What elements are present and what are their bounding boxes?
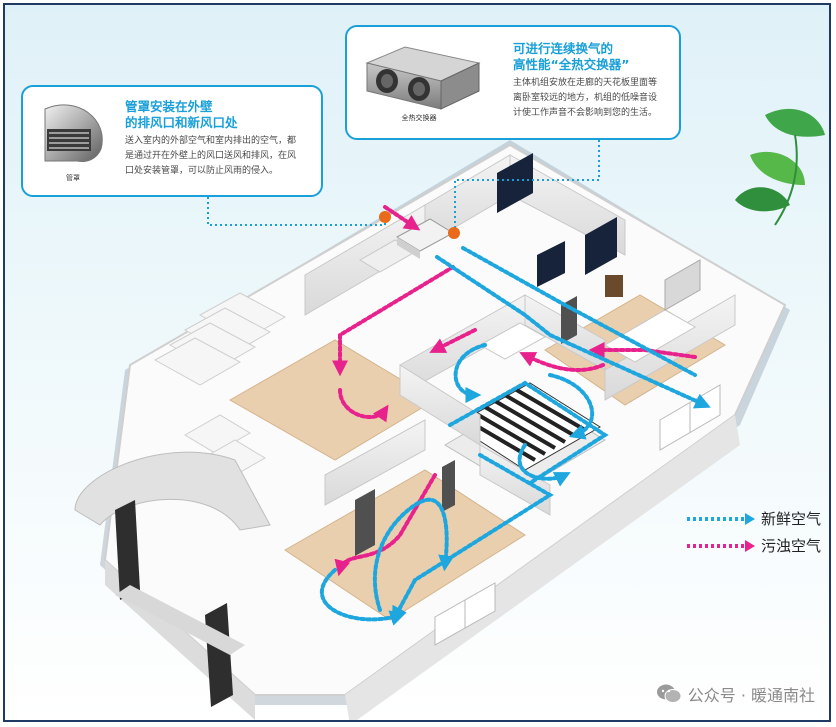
heat-exchanger-title-line1: 可进行连续换气的 — [513, 41, 614, 56]
leaf-decoration — [735, 108, 825, 226]
wall-hood-body-line3: 口处安装管罩，可以防止风雨的侵入。 — [125, 166, 279, 176]
heat-exchanger-caption: 全热交换器 — [401, 114, 437, 122]
upper-windows — [497, 153, 617, 287]
legend-item-exhaust-air: 污浊空气 — [685, 537, 821, 555]
striped-rug — [454, 382, 601, 471]
window-front-left — [434, 582, 496, 646]
watermark-text: 公众号 · 暖通南社 — [687, 686, 815, 705]
fresh-air-swatch — [687, 513, 755, 525]
heat-exchanger-body-line3: 计使工作声音不会影响到您的生活。 — [513, 108, 658, 118]
wall-hood-body-line2: 是通过开在外壁上的风口送风和排风，在风 — [125, 151, 297, 161]
heat-exchanger-title-line2: 高性能“全热交换器” — [513, 57, 630, 72]
wall-hood-title-line2: 的排风口和新风口处 — [125, 115, 238, 130]
wall-hood-title-line1: 管罩安装在外壁 — [125, 99, 213, 114]
fresh-air-label: 新鲜空气 — [761, 510, 822, 528]
wechat-icon — [656, 684, 682, 703]
exhaust-air-paths — [332, 205, 697, 577]
callout-wall-hood: 管罩 管罩安装在外壁 的排风口和新风口处 送入室内的外部空气和室内排出的空气，都… — [21, 85, 323, 197]
outlet-markers — [379, 211, 460, 239]
exhaust-air-label: 污浊空气 — [761, 537, 822, 555]
callout-heat-exchanger: 全热交换器 可进行连续换气的 高性能“全热交换器” 主体机组安放在走廊的天花板里… — [345, 25, 681, 140]
wall-hood-body-line1: 送入室内的外部空气和室内排出的空气，都 — [125, 136, 297, 146]
porch-arch — [74, 451, 271, 707]
heat-exchanger-body-line1: 主体机组安放在走廊的天花板里面等 — [513, 78, 658, 88]
house-cutaway-illustration — [74, 108, 825, 720]
exhaust-air-swatch — [687, 540, 755, 552]
heat-exchanger-body-line2: 离卧室较远的地方，机组的低噪音设 — [513, 93, 658, 103]
fresh-air-paths — [319, 246, 711, 626]
wall-hood-caption: 管罩 — [66, 174, 80, 182]
diagram-frame: 管罩 管罩安装在外壁 的排风口和新风口处 送入室内的外部空气和室内排出的空气，都… — [3, 3, 831, 722]
watermark: 公众号 · 暖通南社 — [656, 682, 815, 706]
callout-leader-lines — [207, 140, 600, 233]
legend-item-fresh-air: 新鲜空气 — [685, 510, 821, 528]
heat-exchanger-image — [365, 46, 481, 110]
wall-hood-image — [44, 104, 103, 162]
